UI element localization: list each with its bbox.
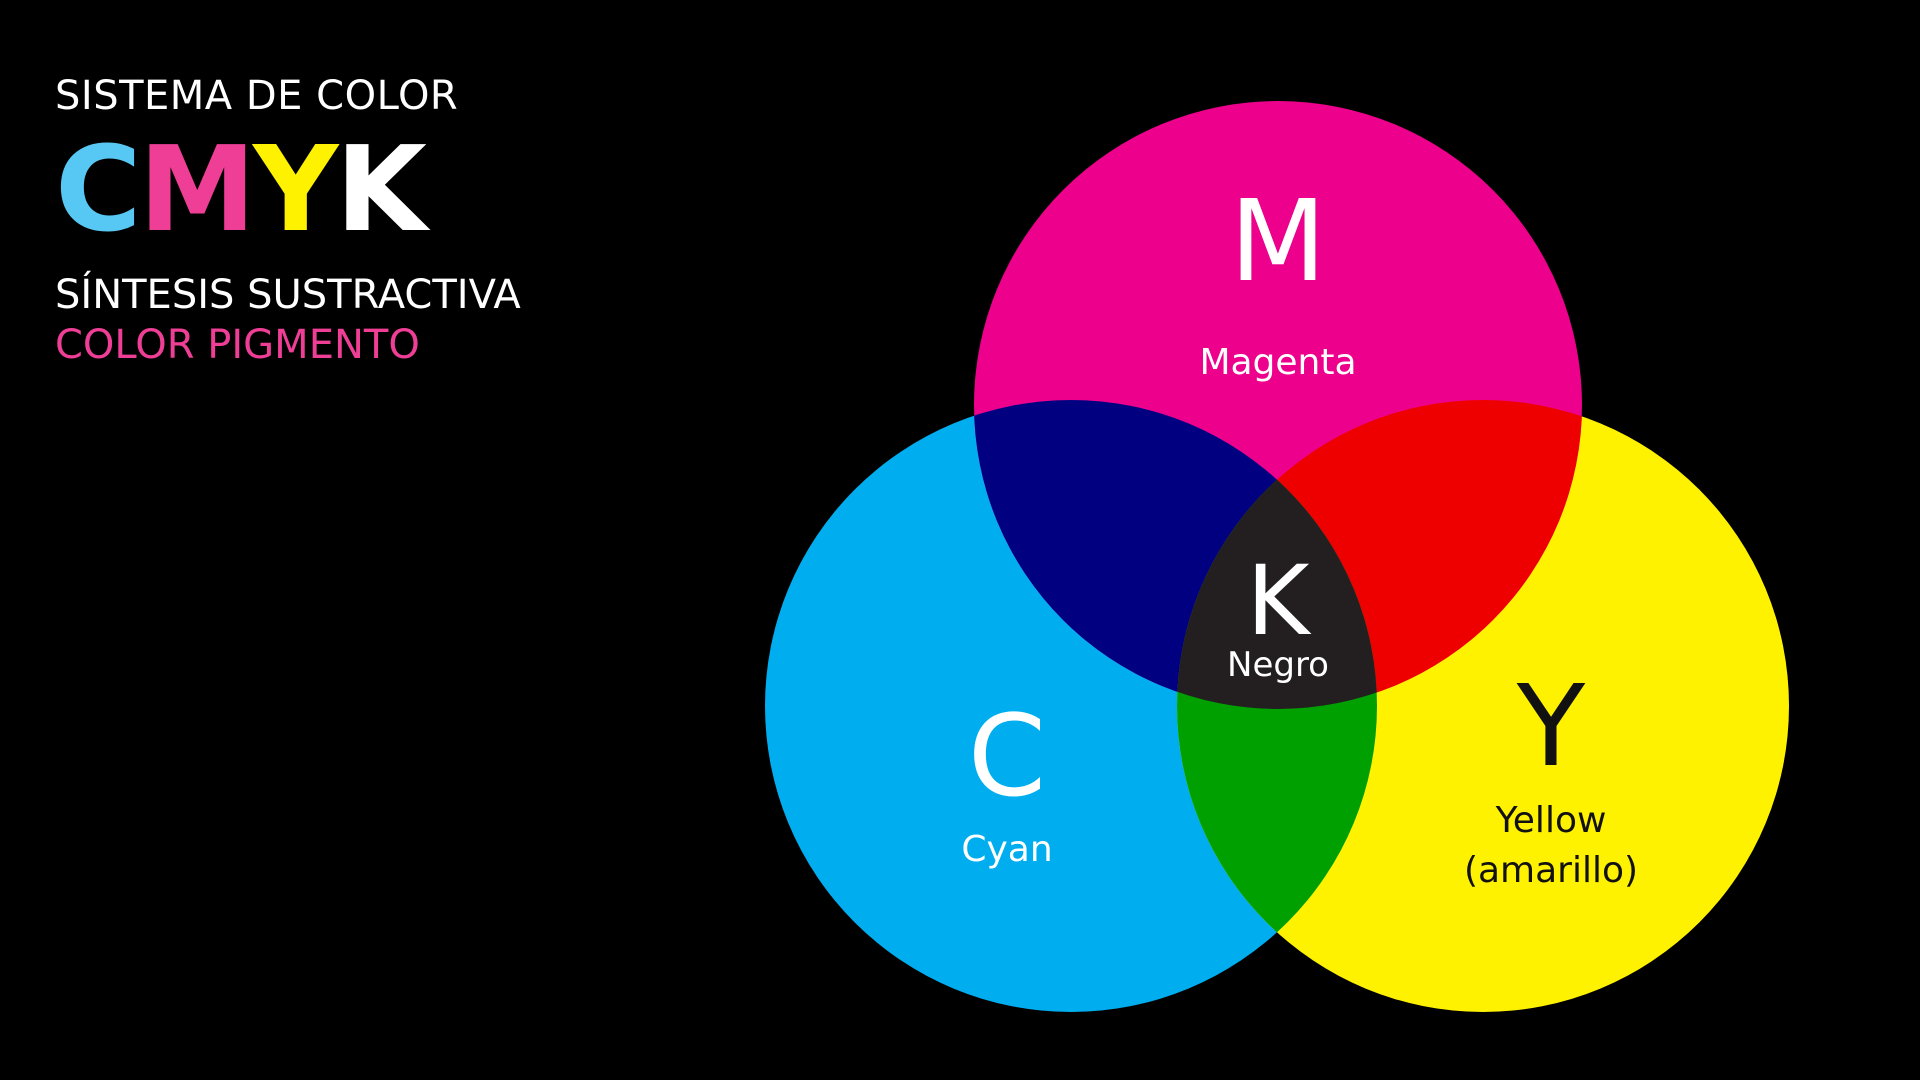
cyan-letter: C [968,692,1046,822]
cmyk-letter-k: K [335,120,427,258]
subtitle: SÍNTESIS SUSTRACTIVA [55,272,521,318]
yellow-label: Yellow [1495,800,1607,841]
cmyk-title: CMYK [55,130,521,248]
cmyk-letter-y: Y [253,120,338,258]
black-letter: K [1247,545,1312,657]
magenta-label: Magenta [1199,342,1356,383]
system-title: SISTEMA DE COLOR [55,73,459,119]
magenta-letter: M [1230,177,1327,307]
cmyk-letter-c: C [55,120,142,258]
black-label: Negro [1227,645,1329,685]
subtitle-pigment: COLOR PIGMENTO [55,322,420,368]
cmyk-letter-m: M [138,120,256,258]
yellow-letter: Y [1516,662,1586,792]
yellow-label-secondary: (amarillo) [1464,850,1638,891]
cyan-label: Cyan [961,829,1052,870]
center-overlap [1177,400,1377,709]
title-block: SISTEMA DE COLOR CMYK SÍNTESIS SUSTRACTI… [55,70,521,370]
